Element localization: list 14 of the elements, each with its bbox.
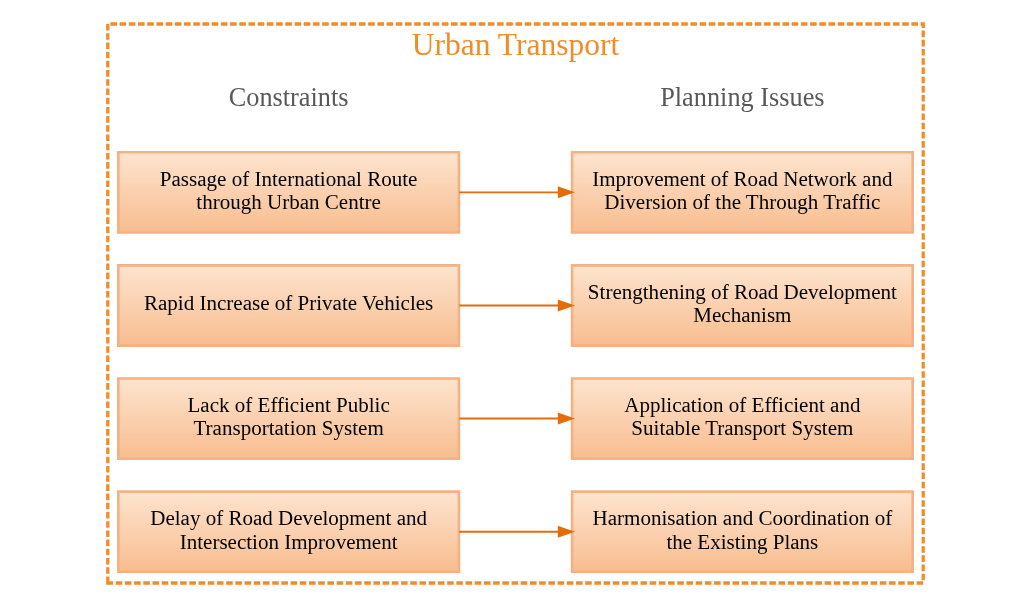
node-box: Lack of Efficient Public Transportation System (117, 377, 461, 460)
node-box: Rapid Increase of Private Vehicles (117, 264, 461, 347)
node-box: Application of Efficient and Suitable Transport System (570, 377, 914, 460)
node-box: Strengthening of Road Development Mechanism (570, 264, 914, 347)
arrow (458, 525, 575, 538)
arrow (458, 186, 575, 199)
node-box: Delay of Road Development and Intersection Improvement (117, 490, 461, 574)
label: Planning Issues (660, 82, 825, 112)
node-box: Passage of International Route through Urban Centre (117, 150, 461, 234)
arrow (458, 412, 575, 425)
node-box: Improvement of Road Network and Diversion of the Through Traffic (570, 150, 914, 234)
arrow (458, 299, 575, 312)
node-box: Harmonisation and Coordination of the Existing Plans (570, 490, 914, 574)
label: Constraints (228, 82, 349, 112)
